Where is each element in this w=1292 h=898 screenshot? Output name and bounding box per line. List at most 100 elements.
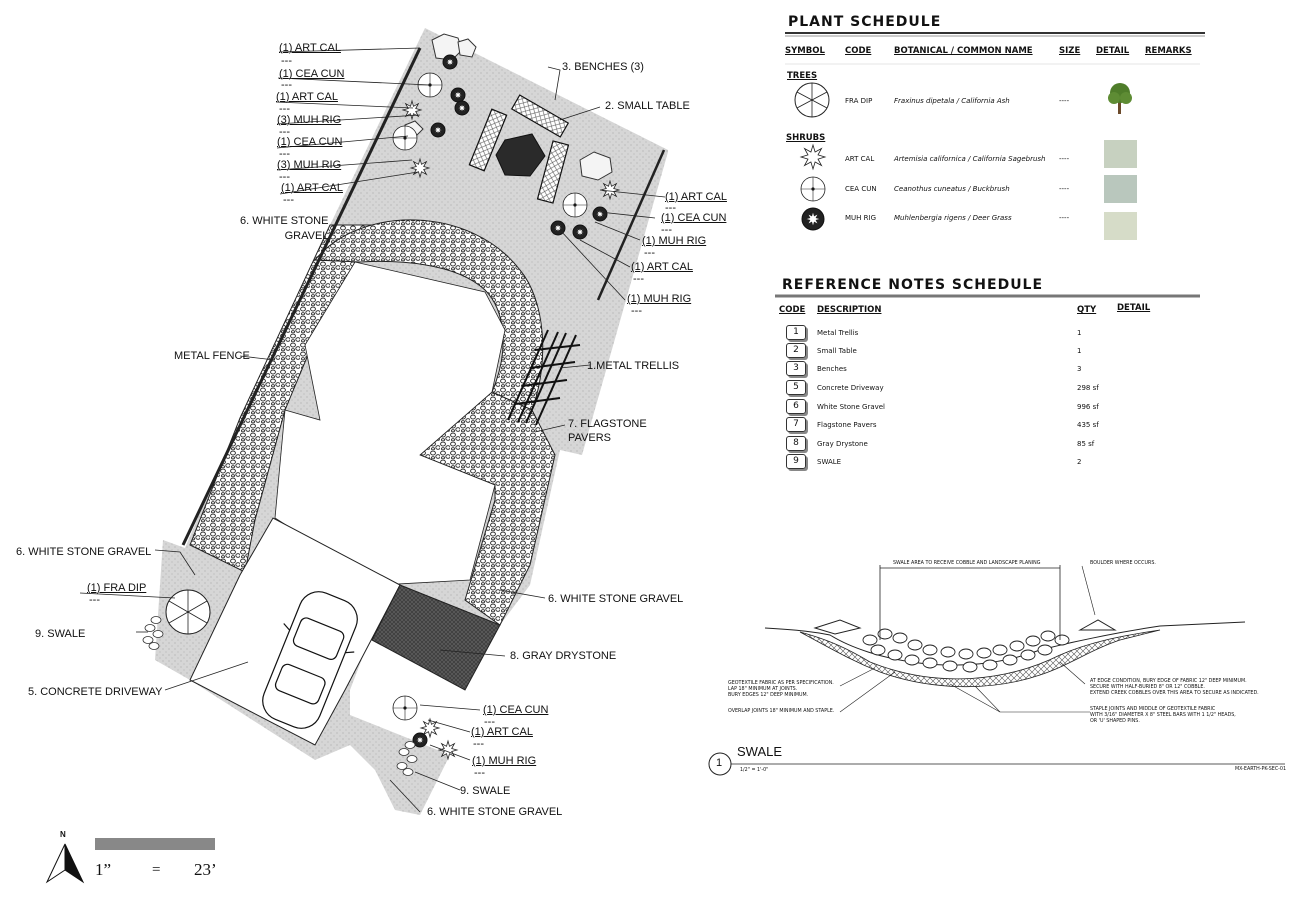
label-muh-rig-1: (3) MUH RIG [277,114,342,126]
dash-1: --- [281,55,292,67]
row-art-size: ---- [1059,155,1070,163]
note-desc-2: Small Table [817,347,857,355]
note-qty-1: 1 [1077,329,1082,337]
note-code-6: 6 [786,399,806,414]
label-art-cal-2: (1) ART CAL [276,91,338,103]
cobble-20 [1002,654,1018,666]
row-cea-code: CEA CUN [845,185,877,193]
note-code-2: 2 [786,343,806,358]
dash-b1: --- [484,716,495,728]
muh-rig-symbol-0-inner [443,55,457,69]
cobble-13 [870,644,886,656]
muh-rig-symbol-2-inner [455,101,469,115]
label-b-cea-cun: (1) CEA CUN [483,704,549,716]
cobble-6 [958,648,974,660]
cobble-4 [922,644,938,656]
col-detail: DETAIL [1096,46,1130,56]
label-flagstone: 7. FLAGSTONE PAVERS [568,418,647,444]
dash-6: --- [279,171,290,183]
label-cea-cun-2: (1) CEA CUN [277,136,343,148]
row-muh-code: MUH RIG [845,214,877,222]
note-qty-9: 2 [1077,458,1082,466]
label-gravel-top: 6. WHITE STONE GRAVEL [240,215,329,242]
dash-7: --- [283,194,294,206]
buckbrush-photo-icon [1104,175,1137,203]
section-number: 1 [716,757,723,769]
cobble-19 [982,659,998,671]
label-r-muh-rig-2: (1) MUH RIG [627,293,692,305]
dash-r1: --- [665,202,676,214]
dash-fra: --- [89,594,100,606]
label-small-table: 2. SMALL TABLE [605,100,690,112]
note-code-1: 1 [786,325,806,340]
label-benches: 3. BENCHES (3) [562,61,644,73]
scale-right: 23’ [194,860,217,879]
dash-r4: --- [633,273,644,285]
note-desc-7: Flagstone Pavers [817,421,877,429]
row-art-name: Artemisia californica / California Sageb… [894,155,1046,163]
art-cal-symbol-3 [437,739,459,761]
metal-trellis [507,329,581,426]
label-cea-cun-1: (1) CEA CUN [279,68,345,80]
ash-tree-photo-icon [1108,83,1132,114]
section-top-note: SWALE AREA TO RECEIVE COBBLE AND LANDSCA… [893,561,1041,566]
label-gravel-right: 6. WHITE STONE GRAVEL [548,593,684,605]
col-n-qty: QTY [1077,305,1097,315]
dash-b2: --- [473,738,484,750]
interior-open-area [274,261,506,586]
dash-5: --- [279,148,290,160]
cobble-3 [907,639,923,651]
note-qty-7: 435 sf [1077,421,1099,429]
section-note-right1: AT EDGE CONDITION, BURY EDGE OF FABRIC 1… [1090,679,1259,696]
dash-r3: --- [644,247,655,259]
fence-right [596,149,666,301]
row-cea-size: ---- [1059,185,1070,193]
cobble-16 [922,657,938,669]
art-cal-symbol-0 [401,99,423,121]
swale-bottom [396,741,418,776]
col-code: CODE [845,46,872,56]
muh-rig-symbol-3-inner [431,123,445,137]
muh-rig-symbol-7-inner [413,733,427,747]
label-art-cal-3: (1) ART CAL [281,182,343,194]
row-muh-name: Muhlenbergia rigens / Deer Grass [894,214,1012,222]
section-scale: 1/2" = 1'-0" [740,768,769,773]
label-metal-fence: METAL FENCE [174,350,250,362]
label-fra-dip: (1) FRA DIP [87,582,147,594]
section-boulder-note: BOULDER WHERE OCCURS. [1090,561,1156,566]
col-n-code: CODE [779,305,806,315]
section-ref: MX-EARTH-PK-SEC-01 [1235,767,1287,772]
cobble-14 [887,649,903,661]
cea-cun-symbol-3-cross [393,696,417,720]
dash-3: --- [279,103,290,115]
note-code-8: 8 [786,436,806,451]
label-r-muh-rig-1: (1) MUH RIG [642,235,707,247]
col-size: SIZE [1059,46,1081,56]
gray-drystone-area [371,584,501,691]
note-code-5: 5 [786,380,806,395]
grass-icon-inner [803,209,823,229]
note-qty-8: 85 sf [1077,440,1095,448]
scale-bar [95,838,215,850]
row-art-code: ART CAL [845,155,875,163]
group-trees: TREES [787,71,818,81]
cobble-0 [862,634,878,646]
col-n-detail: DETAIL [1117,303,1151,313]
label-b-art-cal: (1) ART CAL [471,726,533,738]
group-shrubs: SHRUBS [786,133,826,143]
note-code-7: 7 [786,417,806,432]
note-desc-3: Benches [817,365,847,373]
row-cea-name: Ceanothus cuneatus / Buckbrush [894,185,1010,193]
star-shrub-icon [799,143,827,171]
cea-cun-symbol-2-cross [563,193,587,217]
swale-section-detail [708,565,1285,776]
note-qty-5: 298 sf [1077,384,1099,392]
label-concrete-driveway: 5. CONCRETE DRIVEWAY [28,686,163,698]
cobble-18 [962,661,978,673]
flagstone-arch [313,219,544,411]
notes-schedule-title: REFERENCE NOTES SCHEDULE [782,277,1044,293]
section-note-right2: STAPLE JOINTS AND MIDDLE OF GEOTEXTILE F… [1090,707,1236,724]
north-arrow-icon [45,843,85,884]
dash-r2: --- [661,224,672,236]
swale-left [142,616,164,650]
